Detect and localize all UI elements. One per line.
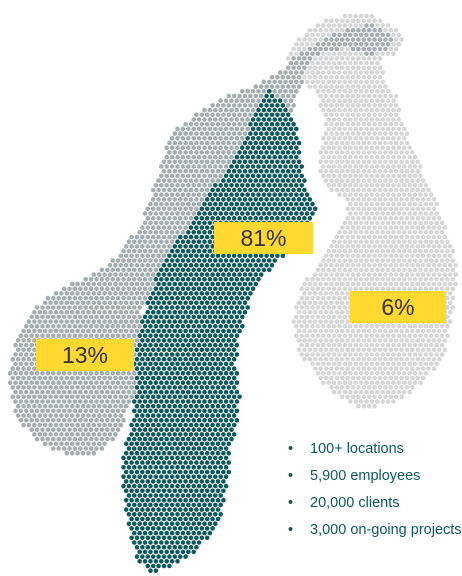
- fact-text: 20,000 clients: [310, 495, 400, 511]
- fact-item-clients: • 20,000 clients: [286, 494, 462, 512]
- bullet-icon: •: [288, 495, 294, 511]
- fact-item-locations: • 100+ locations: [286, 440, 462, 458]
- fact-item-projects: • 3,000 on-going projects: [286, 521, 462, 539]
- fact-text: 3,000 on-going projects: [310, 522, 462, 538]
- fact-text: 100+ locations: [310, 441, 404, 457]
- bullet-icon: •: [288, 522, 294, 538]
- finland-share-label: 6%: [350, 291, 446, 323]
- bullet-icon: •: [288, 468, 294, 484]
- key-facts-list: • 100+ locations • 5,900 employees • 20,…: [286, 440, 462, 548]
- sweden-dots: [121, 89, 318, 573]
- bullet-icon: •: [288, 441, 294, 457]
- sweden-share-label: 81%: [214, 222, 313, 254]
- fact-text: 5,900 employees: [310, 468, 421, 484]
- fact-item-employees: • 5,900 employees: [286, 467, 462, 485]
- finland-dots: [285, 13, 458, 409]
- norway-share-label: 13%: [36, 339, 134, 371]
